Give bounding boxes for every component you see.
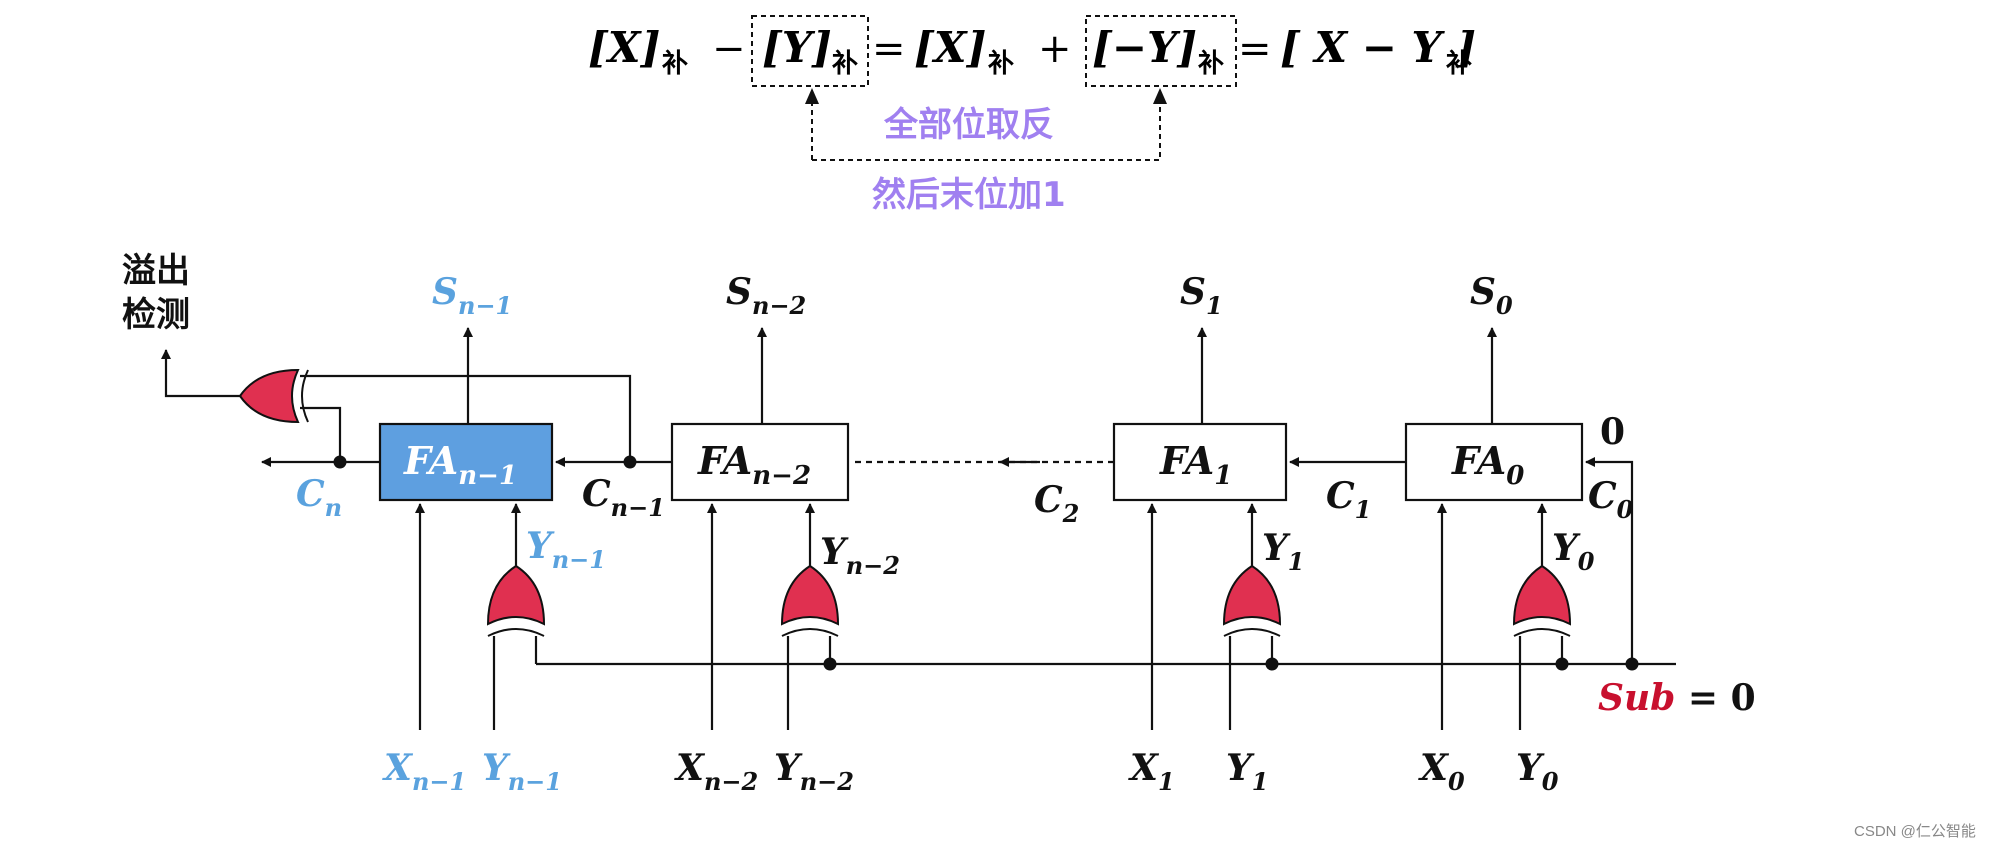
svg-text:[X]: [X]	[914, 23, 986, 72]
full-adder-n-2: FAn−2	[670, 422, 850, 502]
svg-text:补: 补	[988, 49, 1014, 79]
xor-gate-n-1	[486, 564, 546, 637]
carry-label-n-1: Cn−1	[582, 473, 665, 522]
complement-formula: [X] 补 − [Y] 补 = [X] 补 + [−Y] 补 = [ X − Y…	[588, 15, 1476, 87]
svg-text:FA0: FA0	[1451, 438, 1524, 491]
y-input-label-1: Y1	[1226, 747, 1268, 796]
add-one-note: 然后末位加1	[872, 175, 1066, 215]
dashed-box-y	[751, 15, 869, 87]
full-adder-n-1: FAn−1	[378, 422, 554, 502]
watermark: CSDN @仁公智能	[1854, 822, 1976, 840]
svg-text:[X]: [X]	[588, 23, 660, 72]
full-adder-0: FA0	[1404, 422, 1584, 502]
xor-gate-overflow	[238, 368, 309, 424]
svg-text:=: =	[1238, 26, 1272, 72]
svg-text:FA1: FA1	[1159, 438, 1232, 491]
x-input-label-n-1: Xn−1	[382, 747, 466, 796]
full-adder-1: FA1	[1112, 422, 1288, 502]
svg-text:补: 补	[662, 49, 688, 79]
junction-dots	[333, 455, 1639, 671]
y-label-n-2-upper: Yn−2	[820, 531, 900, 580]
svg-text:+: +	[1038, 26, 1072, 72]
xor-gate-n-2	[780, 564, 840, 637]
y-label-0-upper: Y0	[1552, 527, 1595, 576]
dashed-box-negy	[1085, 15, 1237, 87]
svg-text:[ X − Y ]: [ X − Y ]	[1280, 23, 1476, 72]
x-input-label-0: X0	[1418, 747, 1465, 796]
overflow-label-line1: 溢出	[122, 251, 190, 291]
y-label-n-1-upper: Yn−1	[526, 525, 606, 574]
transform-bracket	[811, 100, 1161, 161]
invert-all-note: 全部位取反	[883, 105, 1054, 145]
svg-text:FAn−1: FAn−1	[403, 438, 517, 491]
overflow-label-line2: 检测	[122, 295, 190, 335]
sum-label-n-2: Sn−2	[726, 271, 806, 320]
y-input-label-n-1: Yn−1	[482, 747, 562, 796]
sum-label-0: S0	[1470, 271, 1513, 320]
carry-label-1: C1	[1326, 475, 1371, 524]
svg-text:[−Y]: [−Y]	[1092, 23, 1197, 72]
x-input-label-n-2: Xn−2	[674, 747, 758, 796]
svg-text:补: 补	[832, 49, 858, 79]
carry-in-zero: 0	[1600, 411, 1625, 453]
bracket-arrow-right	[1153, 88, 1167, 104]
xor-gate-0	[1512, 564, 1572, 637]
svg-text:补: 补	[1198, 49, 1224, 79]
svg-text:FAn−2: FAn−2	[697, 438, 811, 491]
bracket-arrow-left	[805, 88, 819, 104]
wires	[161, 327, 1676, 730]
svg-text:=: =	[872, 26, 906, 72]
carry-label-n: Cn	[296, 473, 342, 522]
carry-label-0: C0	[1588, 475, 1634, 524]
svg-text:[Y]: [Y]	[762, 23, 832, 72]
carry-label-2: C2	[1034, 479, 1079, 528]
y-label-1-upper: Y1	[1262, 527, 1304, 576]
svg-text:−: −	[712, 26, 746, 72]
y-input-label-0: Y0	[1516, 747, 1559, 796]
svg-text:补: 补	[1446, 49, 1472, 79]
xor-gate-1	[1222, 564, 1282, 637]
x-input-label-1: X1	[1128, 747, 1175, 796]
sum-label-1: S1	[1180, 271, 1223, 320]
sub-signal-label: Sub = 0	[1598, 677, 1756, 719]
y-input-label-n-2: Yn−2	[774, 747, 854, 796]
sum-label-n-1: Sn−1	[432, 271, 512, 320]
